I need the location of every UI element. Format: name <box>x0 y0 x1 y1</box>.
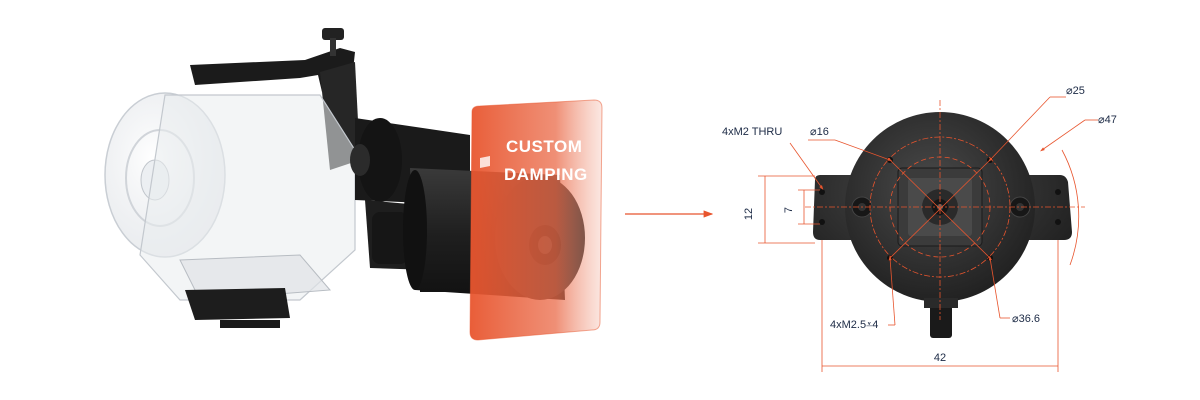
callout-custom: CUSTOM <box>506 137 582 156</box>
label-width-overall: 42 <box>934 352 946 364</box>
label-diameter-25: ⌀25 <box>1066 85 1085 97</box>
label-threaded-holes: 4xM2.5⩡4 <box>830 319 878 331</box>
label-diameter-36-6: ⌀36.6 <box>1012 313 1040 325</box>
label-through-holes: 4xM2 THRU <box>722 126 782 138</box>
label-height-inner: 7 <box>783 207 795 213</box>
damping-plate <box>469 99 603 341</box>
label-diameter-47: ⌀47 <box>1098 114 1117 126</box>
label-diameter-16: ⌀16 <box>810 126 829 138</box>
gimbal-render: CUSTOM DAMPING <box>104 28 603 341</box>
technical-drawing: 4xM2 THRU ⌀16 ⌀25 ⌀47 ⌀36.6 4xM2.5⩡4 12 … <box>722 85 1117 372</box>
callout-damping: DAMPING <box>504 165 588 184</box>
label-height-outer: 12 <box>743 208 755 220</box>
